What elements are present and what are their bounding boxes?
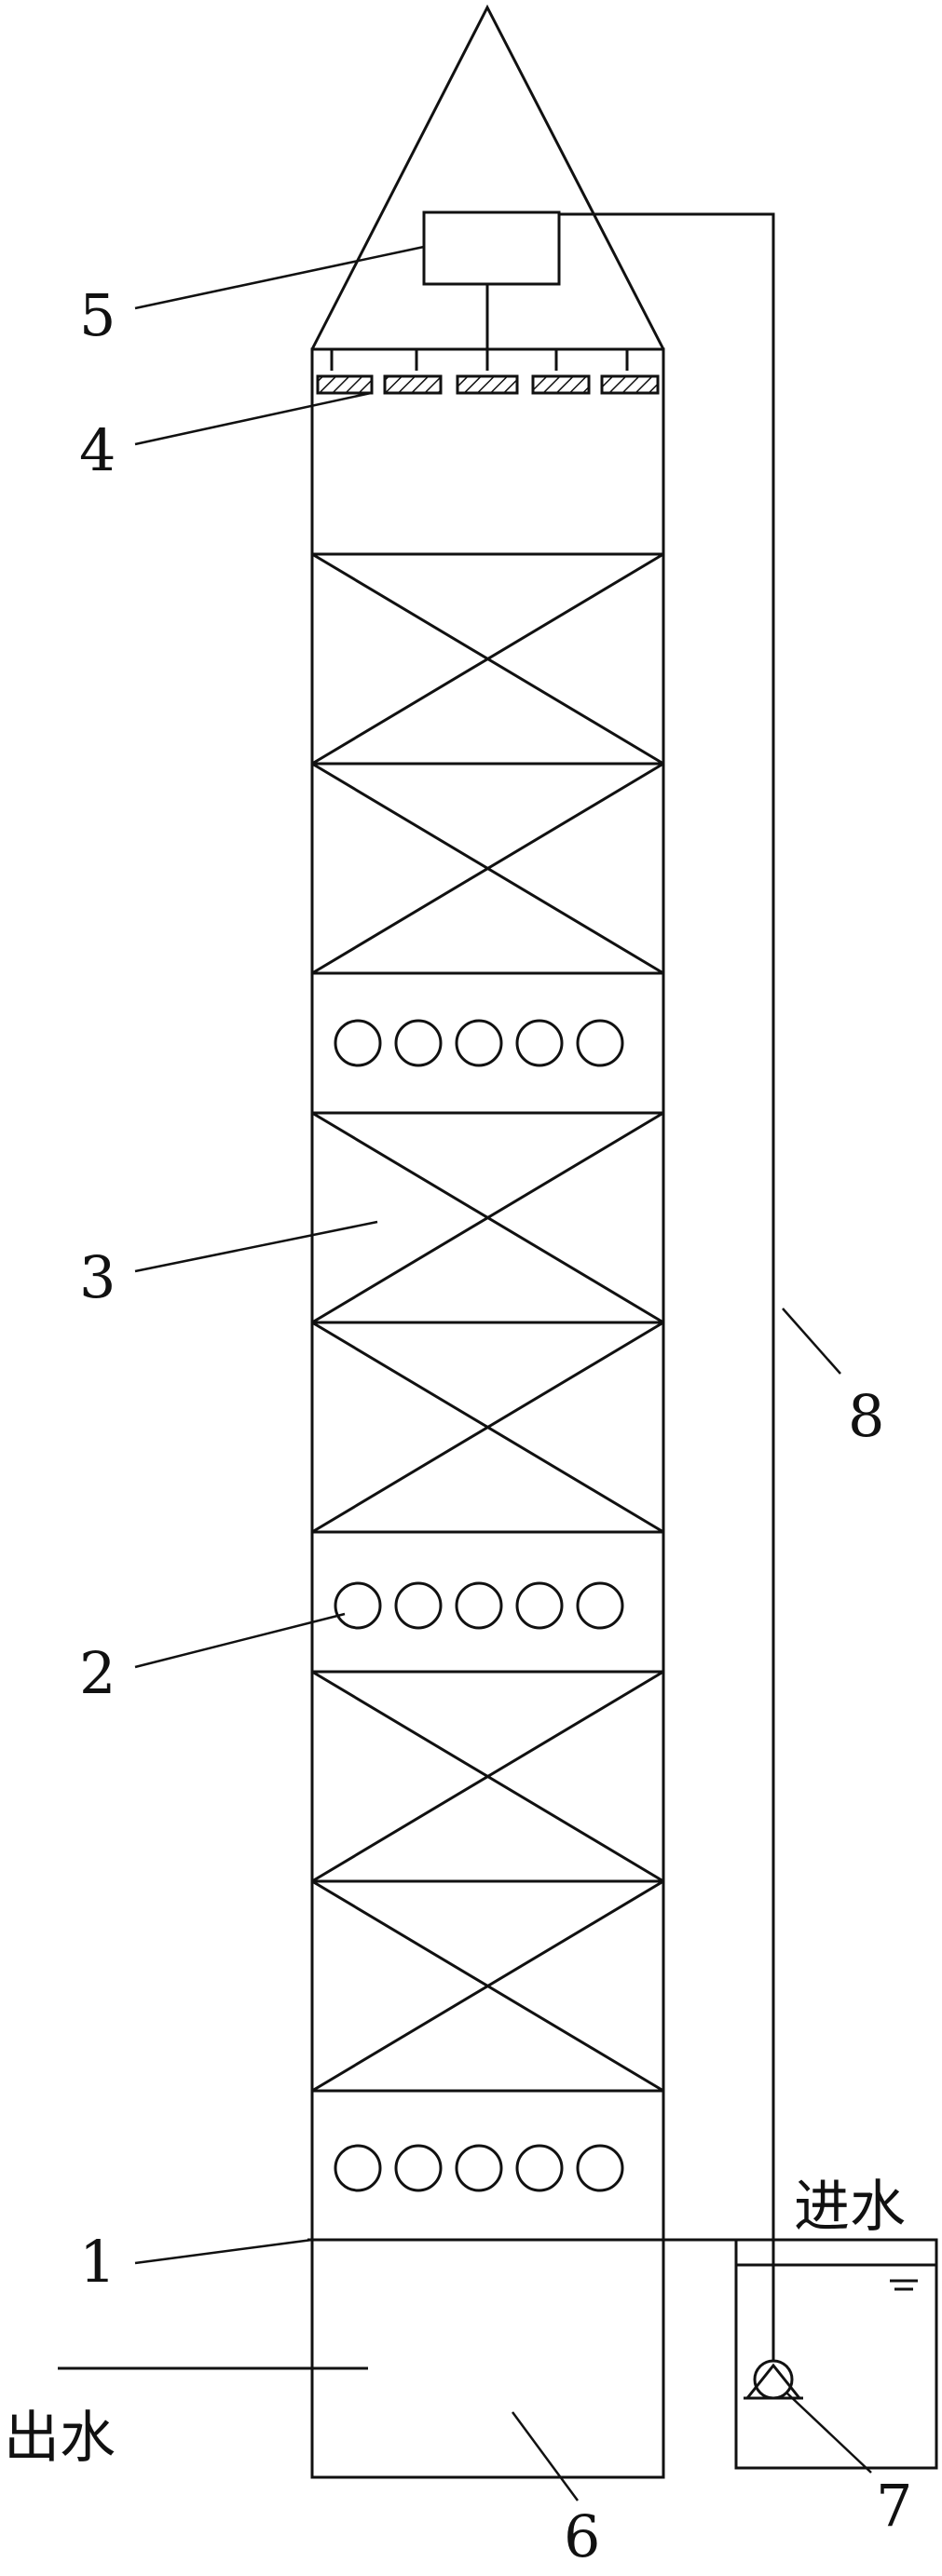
feed-tank-body	[734, 2238, 938, 2470]
distribution-box	[422, 210, 561, 286]
packing-layer	[310, 1879, 665, 2093]
feed-tank	[734, 2238, 938, 2470]
label-3: 3	[79, 1243, 116, 1311]
pump-icon	[744, 2359, 803, 2400]
aeration-hole	[394, 1019, 443, 1067]
leader-line-4	[134, 391, 372, 446]
aeration-hole	[394, 1581, 443, 1630]
aeration-row	[334, 1019, 624, 1067]
packing-layer	[310, 1321, 665, 1534]
spray-nozzle	[383, 349, 443, 395]
aeration-hole	[515, 1019, 564, 1067]
aeration-hole	[455, 1019, 503, 1067]
leader-line-8	[782, 1308, 841, 1375]
label-2: 2	[79, 1639, 116, 1707]
inlet-label: 进水	[794, 2175, 906, 2240]
label-6: 6	[564, 2502, 600, 2570]
aeration-row	[334, 2144, 624, 2192]
leader-line-6	[511, 2411, 580, 2501]
aeration-hole	[394, 2144, 443, 2192]
leader-line-3	[134, 1220, 378, 1273]
packing-layers	[310, 552, 665, 2093]
spray-nozzle	[456, 349, 519, 395]
aeration-rows	[334, 1019, 624, 2192]
aeration-hole	[334, 2144, 382, 2192]
label-1: 1	[79, 2228, 116, 2296]
circulation-pipe	[559, 212, 775, 2361]
packing-layer	[310, 552, 665, 766]
packing-layer	[310, 1111, 665, 1324]
spray-nozzle	[531, 349, 591, 395]
aeration-hole	[334, 1581, 382, 1630]
spray-nozzles	[316, 284, 660, 395]
label-7: 7	[876, 2472, 912, 2540]
tower-roof	[310, 4, 665, 350]
leader-line-1	[134, 2238, 313, 2265]
aeration-hole	[576, 1019, 624, 1067]
leader-line-2	[134, 1612, 346, 1669]
label-5: 5	[79, 281, 116, 349]
spray-nozzle	[600, 349, 660, 395]
aeration-row	[334, 1581, 624, 1630]
aeration-hole	[455, 1581, 503, 1630]
packing-layer	[310, 762, 665, 975]
label-8: 8	[848, 1382, 884, 1450]
leader-line-7	[786, 2393, 872, 2474]
packing-layer	[310, 1670, 665, 1883]
leader-lines	[134, 245, 872, 2501]
label-4: 4	[79, 416, 116, 484]
aeration-hole	[515, 2144, 564, 2192]
aeration-hole	[334, 1019, 382, 1067]
aeration-hole	[576, 2144, 624, 2192]
part-labels: 1 2 3 4 5 6 7 8	[79, 281, 912, 2570]
spray-nozzle	[316, 349, 374, 395]
leader-line-5	[134, 245, 425, 310]
aeration-hole	[455, 2144, 503, 2192]
aeration-hole	[576, 1581, 624, 1630]
outlet-label: 出水	[4, 2406, 116, 2471]
aeration-hole	[515, 1581, 564, 1630]
